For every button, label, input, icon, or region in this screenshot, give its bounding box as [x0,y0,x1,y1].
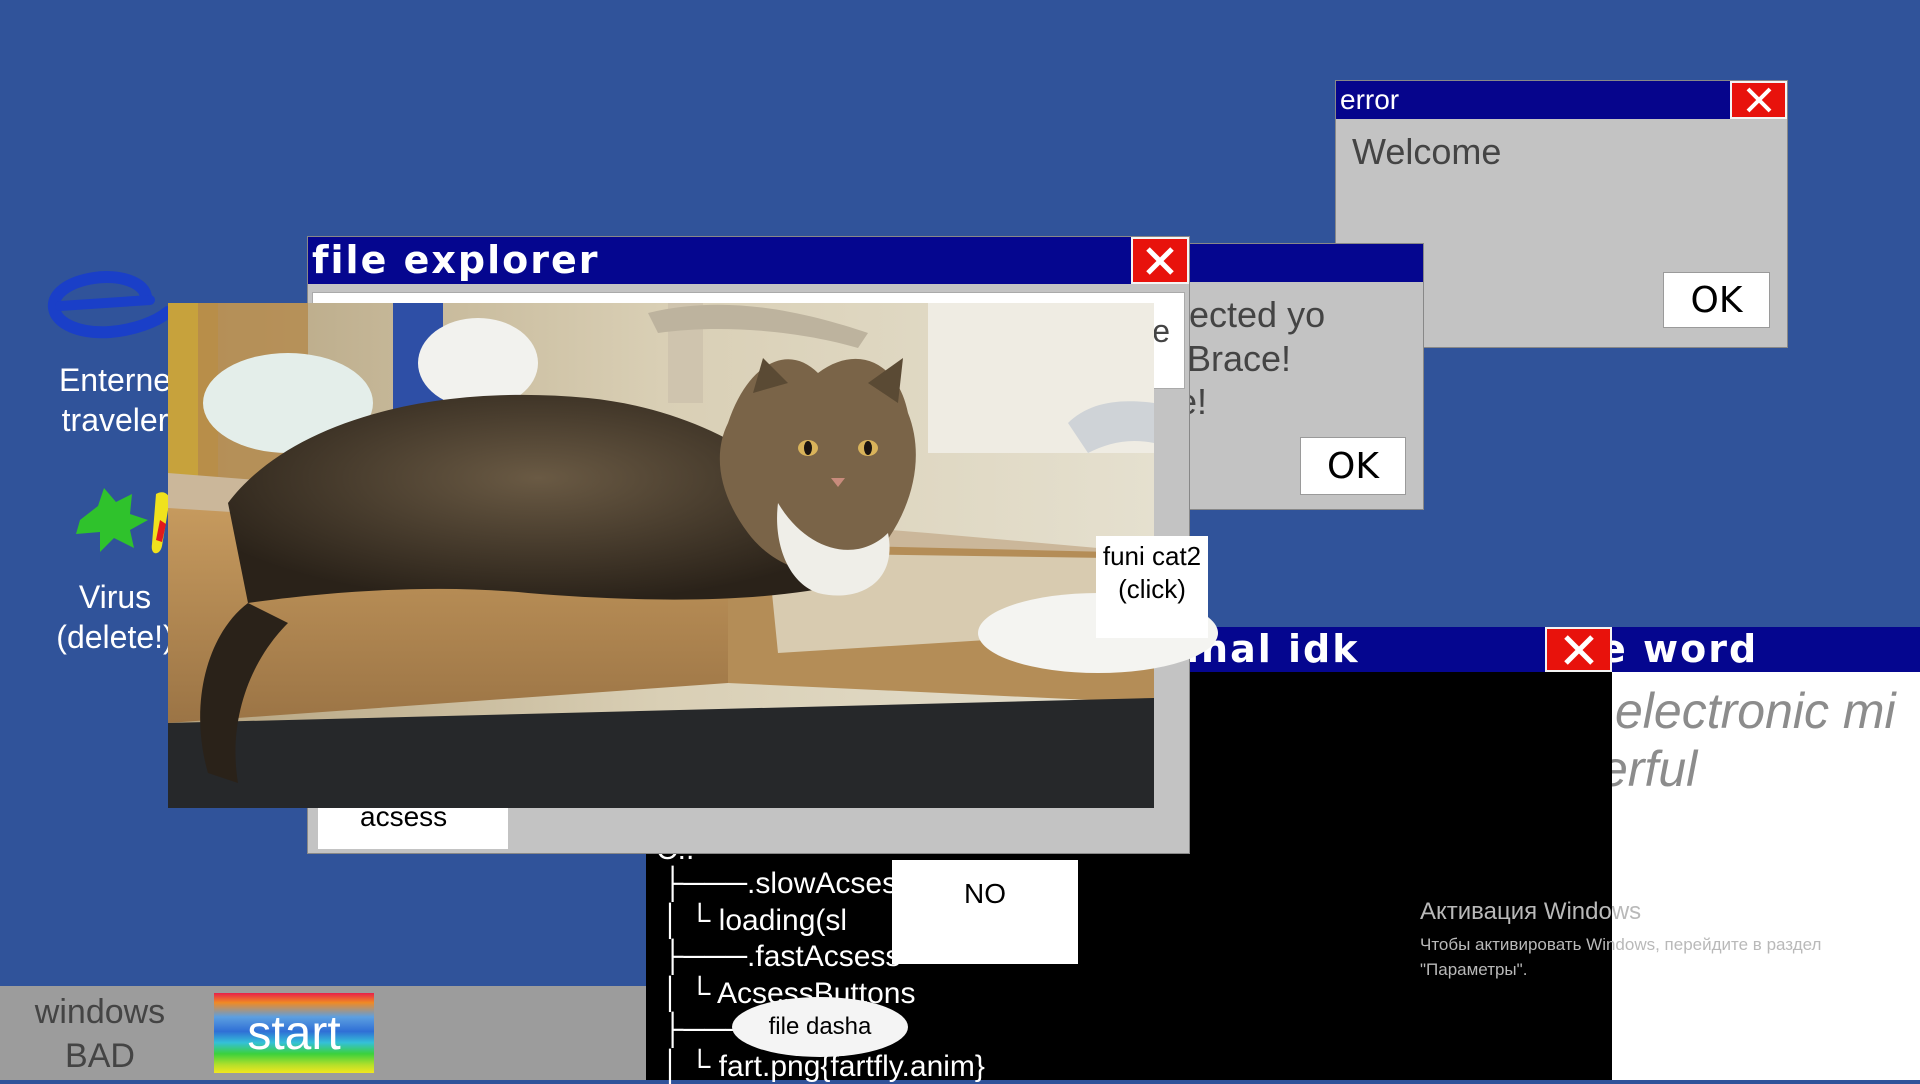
word-window-title: e word [1600,627,1759,671]
close-icon [1563,634,1594,665]
close-icon [1146,246,1174,275]
word-window-title-bar[interactable]: e word [1600,627,1920,672]
desktop-icon-label: Enterne traveler [58,362,172,438]
word-document-line: electronic mi [1615,683,1896,739]
start-button[interactable]: start [214,993,374,1073]
infected-dialog-message-line: Brace! [1187,338,1292,379]
no-button[interactable]: NO [892,860,1078,964]
taskbar-brand: windows BAD [34,993,166,1075]
file-explorer-title: file explorer [312,238,600,282]
terminal-line: │ └ loading(sl [662,904,848,937]
terminal-close-button[interactable] [1545,627,1612,672]
desktop-icon-enterne-traveler[interactable]: Enterne traveler [40,265,180,445]
cat-in-sink-image [168,303,1218,808]
terminal-line: ├───.slowAcsess [662,867,913,900]
infected-dialog-title-bar[interactable] [1181,244,1423,282]
infected-dialog-ok-button[interactable]: OK [1300,437,1406,495]
file-explorer-partial-label: e [1152,313,1170,349]
error-dialog-close-button[interactable] [1730,81,1787,119]
internet-browser-icon [47,271,174,339]
file-dasha-button[interactable]: file dasha [732,997,908,1057]
windows-activation-watermark: Активация Windows Чтобы активировать Win… [1420,898,1821,982]
virus-icon [76,488,171,554]
error-dialog-ok-button[interactable]: OK [1663,272,1770,328]
cat-caption-button[interactable]: funi cat2 (click) [1096,536,1208,638]
terminal-line: ├───.fastAcsess [662,940,901,973]
error-dialog-message: Welcome [1352,131,1502,172]
infected-dialog[interactable]: fected yo Brace! e! OK [1177,243,1424,510]
file-explorer-close-button[interactable] [1131,237,1189,284]
file-explorer-title-bar[interactable]: file explorer [308,237,1189,284]
watermark-text: "Параметры". [1420,960,1528,979]
error-dialog-title-bar[interactable]: error [1336,81,1787,119]
word-document-line: erful [1600,741,1698,797]
error-dialog-title: error [1340,84,1400,115]
close-icon [1746,87,1771,113]
watermark-title: Активация Windows [1420,898,1642,925]
infected-dialog-message-line: fected yo [1179,294,1326,335]
cat-picture[interactable]: funi cat2 (click) [168,303,1218,808]
desktop-icon-label: Virus (delete!) [56,579,174,655]
desktop-icon-virus[interactable]: Virus (delete!) [40,475,180,665]
watermark-text: Чтобы активировать Windows, перейдите в … [1420,935,1822,954]
word-window[interactable]: e word electronic mi erful [1600,627,1920,1080]
